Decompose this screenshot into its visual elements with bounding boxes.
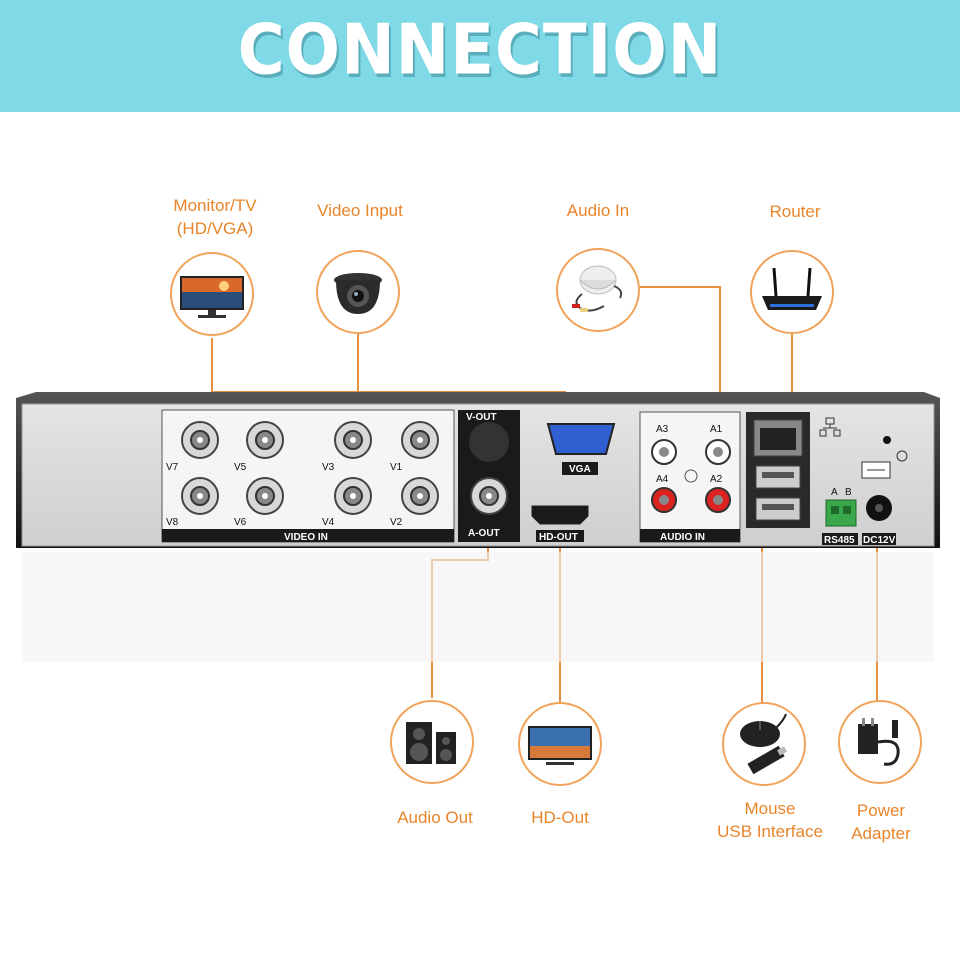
a-out-text: A-OUT <box>468 528 500 539</box>
port-label-a4: A4 <box>656 474 669 485</box>
port-label-v4: V4 <box>322 517 335 528</box>
monitor-tv-label-line1: Monitor/TV <box>173 196 257 215</box>
port-label-v6: V6 <box>234 517 247 528</box>
line-audio-in <box>640 286 721 420</box>
monitor-tv-label-line2: (HD/VGA) <box>176 219 254 238</box>
port-label-v3: V3 <box>322 462 335 473</box>
router-label: Router <box>769 202 821 221</box>
microphone-icon <box>556 248 640 332</box>
vga-text: VGA <box>569 464 591 475</box>
mouse-label-line2: USB Interface <box>717 822 823 841</box>
monitor-tv-label: Monitor/TV (HD/VGA) <box>160 194 270 240</box>
dome-camera-icon <box>316 250 400 334</box>
vga-port <box>546 423 616 455</box>
port-label-a1: A1 <box>710 424 723 435</box>
port-label-a3: A3 <box>656 424 669 435</box>
power-adapter-label: Power Adapter <box>836 799 926 845</box>
audio-in-strip <box>640 529 740 542</box>
port-label-v5: V5 <box>234 462 247 473</box>
dvr-rear-panel: V7 V5 V3 V1 V8 V6 V4 V2 VIDEO IN V-OUT A… <box>16 392 940 662</box>
rs485-terminal <box>825 499 857 527</box>
port-label-v8: V8 <box>166 517 179 528</box>
tv-icon <box>518 702 602 786</box>
audio-in-panel-text: AUDIO IN <box>660 532 705 543</box>
power-label-line2: Adapter <box>851 824 911 843</box>
port-label-v1: V1 <box>390 462 403 473</box>
port-label-v7: V7 <box>166 462 179 473</box>
video-input-label: Video Input <box>317 201 403 220</box>
video-in-strip <box>162 529 454 542</box>
mouse-label-line1: Mouse <box>744 799 796 818</box>
header-banner: CONNECTION <box>0 0 960 112</box>
rs485-pin-b: B <box>845 487 852 498</box>
power-label-line1: Power <box>856 801 906 820</box>
port-label-a2: A2 <box>710 474 723 485</box>
hd-out-label: HD-Out <box>531 808 589 827</box>
port-label-v2: V2 <box>390 517 403 528</box>
v-out-text: V-OUT <box>466 412 497 423</box>
power-adapter-icon <box>838 700 922 784</box>
mouse-usb-icon <box>722 702 806 786</box>
video-in-text: VIDEO IN <box>284 532 328 543</box>
dc12v-text: DC12V <box>863 535 896 546</box>
hd-out-panel-text: HD-OUT <box>539 532 578 543</box>
monitor-icon <box>170 252 254 336</box>
mouse-label: Mouse USB Interface <box>700 797 840 843</box>
router-icon <box>750 250 834 334</box>
panel-reflection <box>22 552 934 662</box>
rs485-pin-a: A <box>831 487 838 498</box>
audio-out-label: Audio Out <box>397 808 473 827</box>
speaker-icon <box>390 700 474 784</box>
audio-in-label: Audio In <box>566 201 630 220</box>
page-title: CONNECTION <box>237 11 723 91</box>
rs485-text: RS485 <box>824 535 855 546</box>
hdmi-port <box>531 505 589 525</box>
